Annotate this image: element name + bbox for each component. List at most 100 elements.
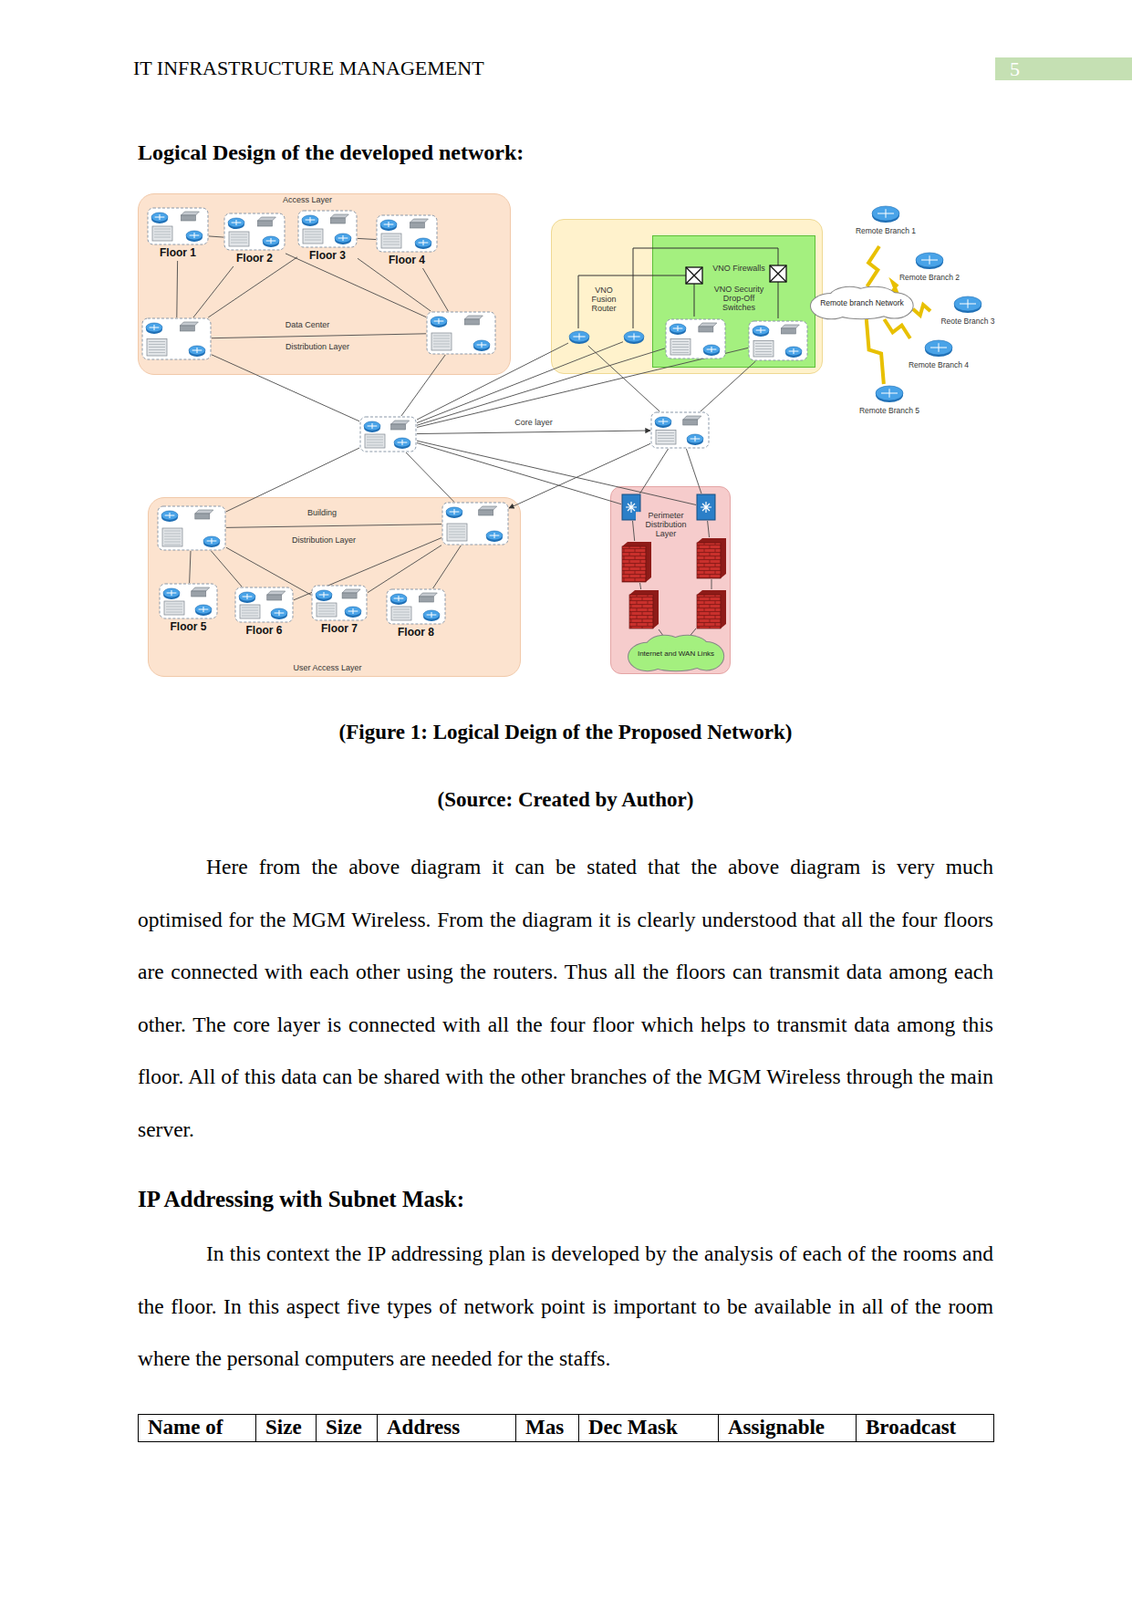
network-zone: Floor 5Floor 6Floor 7Floor 8BuildingDist…: [147, 497, 521, 677]
network-link: [690, 628, 696, 635]
remote-branch-router-graphic: [848, 204, 924, 225]
body-paragraph: In this context the IP addressing plan i…: [137, 1227, 994, 1386]
zone-label: Distribution Layer: [267, 536, 381, 546]
network-link: [416, 430, 651, 435]
router-icon-graphic: [568, 329, 591, 346]
device-cluster-graphic: [234, 586, 294, 624]
network-zone: VNO FirewallsVNO Security Drop-Off Switc…: [652, 235, 816, 368]
table-header-cell: Name of: [137, 1413, 257, 1443]
firewall-icon-graphic: [621, 540, 653, 583]
table-header-cell: Broadcast: [855, 1413, 995, 1443]
remote-branch-router: Reote Branch 3: [930, 294, 1006, 337]
device-cluster-graphic: [664, 318, 727, 360]
device-cluster-graphic: [156, 505, 227, 551]
network-link: [226, 447, 360, 512]
network-link: [433, 545, 462, 589]
network-link: [416, 442, 622, 504]
network-link: [700, 361, 756, 412]
network-link: [226, 547, 312, 595]
remote-branch-router-graphic: [930, 294, 1006, 315]
remote-branch-router: Remote Branch 2: [892, 250, 967, 293]
device-cluster-graphic: [311, 584, 368, 622]
running-header: IT INFRASTRUCTURE MANAGEMENT: [133, 54, 485, 83]
floor-label: Floor 3: [307, 249, 348, 263]
zone-label: Perimeter Distribution Layer: [635, 511, 696, 540]
network-link: [357, 238, 376, 239]
device-cluster: Floor 2: [223, 212, 286, 267]
router-icon-graphic: [623, 329, 645, 346]
table-header-cell: Address: [376, 1413, 517, 1443]
device-cluster: [425, 311, 497, 355]
zone-label: VNO Fusion Router: [583, 286, 624, 314]
floor-label: Floor 4: [386, 253, 427, 268]
table-header-cell: Size: [315, 1413, 378, 1443]
page-number: 5: [995, 57, 1132, 81]
network-link: [416, 342, 569, 420]
device-cluster-graphic: [441, 501, 509, 546]
device-cluster-graphic: [297, 209, 358, 249]
network-link: [211, 354, 360, 422]
remote-branch-router-graphic: [901, 338, 977, 359]
perimeter-switch: [695, 493, 717, 521]
zone-label: Data Center: [255, 321, 360, 331]
zone-label: VNO Security Drop-Off Switches: [709, 285, 769, 313]
floor-label: Floor 8: [395, 625, 437, 640]
device-cluster-graphic: [747, 320, 809, 362]
floor-label: Floor 1: [157, 246, 198, 260]
router-icon: [623, 329, 645, 346]
network-link: [285, 253, 426, 318]
network-link: [176, 260, 178, 318]
device-cluster: [664, 318, 727, 360]
network-link: [633, 520, 635, 541]
network-link: [639, 448, 668, 494]
body-paragraph: Here from the above diagram it can be st…: [137, 841, 994, 1156]
floor-label: Floor 5: [167, 620, 208, 634]
firewall-icon: [628, 589, 660, 630]
firewall-icon: [695, 589, 727, 630]
network-link: [405, 452, 455, 502]
network-link: [588, 345, 660, 412]
device-cluster-graphic: [375, 214, 438, 253]
firewall-wire: [578, 248, 779, 329]
branch-label: Reote Branch 3: [939, 316, 996, 327]
remote-branch-router: Remote Branch 4: [901, 338, 977, 381]
network-link: [226, 524, 442, 529]
figure-source: (Source: Created by Author): [137, 786, 994, 814]
table-header-cell: Mas: [515, 1413, 580, 1443]
device-cluster: Floor 8: [385, 588, 447, 641]
branch-label: Remote Branch 5: [858, 405, 921, 416]
network-zone: Internet and WAN Links Perimeter Distribu…: [610, 486, 731, 675]
network-link: [401, 354, 446, 416]
device-cluster: Floor 4: [375, 214, 438, 269]
zone-label: Distribution Layer: [265, 342, 370, 353]
network-link: [367, 545, 442, 593]
section-heading: IP Addressing with Subnet Mask:: [137, 1184, 465, 1215]
network-link: [208, 236, 224, 238]
link-label: Core layer: [512, 417, 555, 428]
network-zone: Floor 1Floor 2Floor 3Floor 4Access Layer…: [137, 193, 511, 375]
branch-label: Remote Branch 2: [898, 272, 961, 283]
firewall-icon-graphic: [695, 537, 727, 580]
device-cluster-graphic: [425, 311, 497, 355]
network-link: [293, 538, 442, 601]
remote-branch-router-graphic: [892, 250, 967, 271]
network-link: [711, 579, 713, 590]
branch-label: Remote Branch 4: [907, 360, 970, 371]
device-cluster: [156, 505, 227, 551]
network-link: [210, 550, 242, 587]
floor-label: Floor 6: [243, 623, 284, 638]
wireless-link: [892, 282, 898, 293]
network-link: [685, 448, 702, 494]
network-link: [207, 257, 298, 318]
wireless-link: [866, 319, 884, 385]
wireless-link: [883, 319, 910, 339]
device-cluster-graphic: [385, 588, 447, 625]
zone-label: User Access Layer: [270, 664, 385, 674]
table-header-cell: Size: [255, 1413, 317, 1443]
device-cluster: Floor 5: [158, 582, 219, 635]
firewall-icon-graphic: [695, 589, 727, 630]
cloud-label: Internet and WAN Links: [637, 649, 715, 658]
wireless-link: [913, 304, 931, 316]
device-cluster: Floor 7: [311, 584, 368, 637]
